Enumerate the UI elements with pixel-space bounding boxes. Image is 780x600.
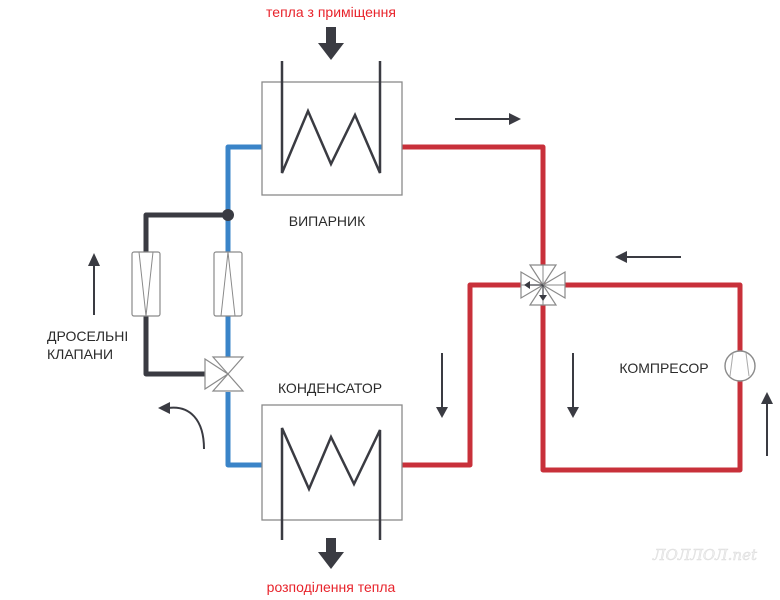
valve-arrow-left-icon <box>524 281 530 289</box>
flow-arrow-up-valves-icon <box>88 253 100 315</box>
watermark: ЛОЛЛОЛ.net <box>652 546 758 564</box>
valve-arrow-down-icon <box>539 295 547 301</box>
pipe-valve-to-condenser <box>402 282 530 468</box>
expansion-valve-2[interactable] <box>213 251 243 317</box>
flow-arrow-down-right-icon <box>567 353 579 418</box>
heat-in-label: тепла з приміщення <box>266 4 396 20</box>
expansion-valve-1[interactable] <box>131 251 161 317</box>
flow-arrow-left-icon <box>615 251 681 263</box>
compressor[interactable] <box>724 350 756 382</box>
pipe-compressor-to-valve <box>555 282 743 352</box>
four-way-valve[interactable] <box>520 264 566 306</box>
heat-in-arrow-icon <box>318 27 344 60</box>
flow-arrow-up-compressor-icon <box>761 392 773 456</box>
pipe-valve-to-compressor-loop <box>540 300 743 473</box>
condenser[interactable] <box>261 404 403 540</box>
evaporator[interactable] <box>261 61 403 196</box>
heat-out-label: розподілення тепла <box>267 579 396 595</box>
expansion-valves-label-line2: КЛАПАНИ <box>47 346 113 362</box>
flow-arrow-right-icon <box>455 113 521 125</box>
flow-arrow-curved-icon <box>158 402 205 450</box>
pipe-junction <box>222 209 234 221</box>
evaporator-coil-icon <box>280 61 382 174</box>
pipe-valve-to-condenser-blue <box>225 392 262 468</box>
pipe-evaporator-to-valve <box>402 144 546 285</box>
expansion-valves-label-line1: ДРОСЕЛЬНІ <box>47 328 128 344</box>
pipe-liquid-top <box>143 212 228 252</box>
condenser-coil-icon <box>280 427 382 540</box>
condenser-label: КОНДЕНСАТОР <box>278 380 382 396</box>
evaporator-label: ВИПАРНИК <box>289 213 366 229</box>
flow-arrow-down-left-icon <box>436 353 448 418</box>
pipe-evaporator-left <box>225 144 262 215</box>
pipe-liquid-bottom <box>143 316 205 377</box>
three-way-valve[interactable] <box>204 356 245 392</box>
compressor-label: КОМПРЕСОР <box>619 360 708 376</box>
heat-out-arrow-icon <box>318 538 344 569</box>
